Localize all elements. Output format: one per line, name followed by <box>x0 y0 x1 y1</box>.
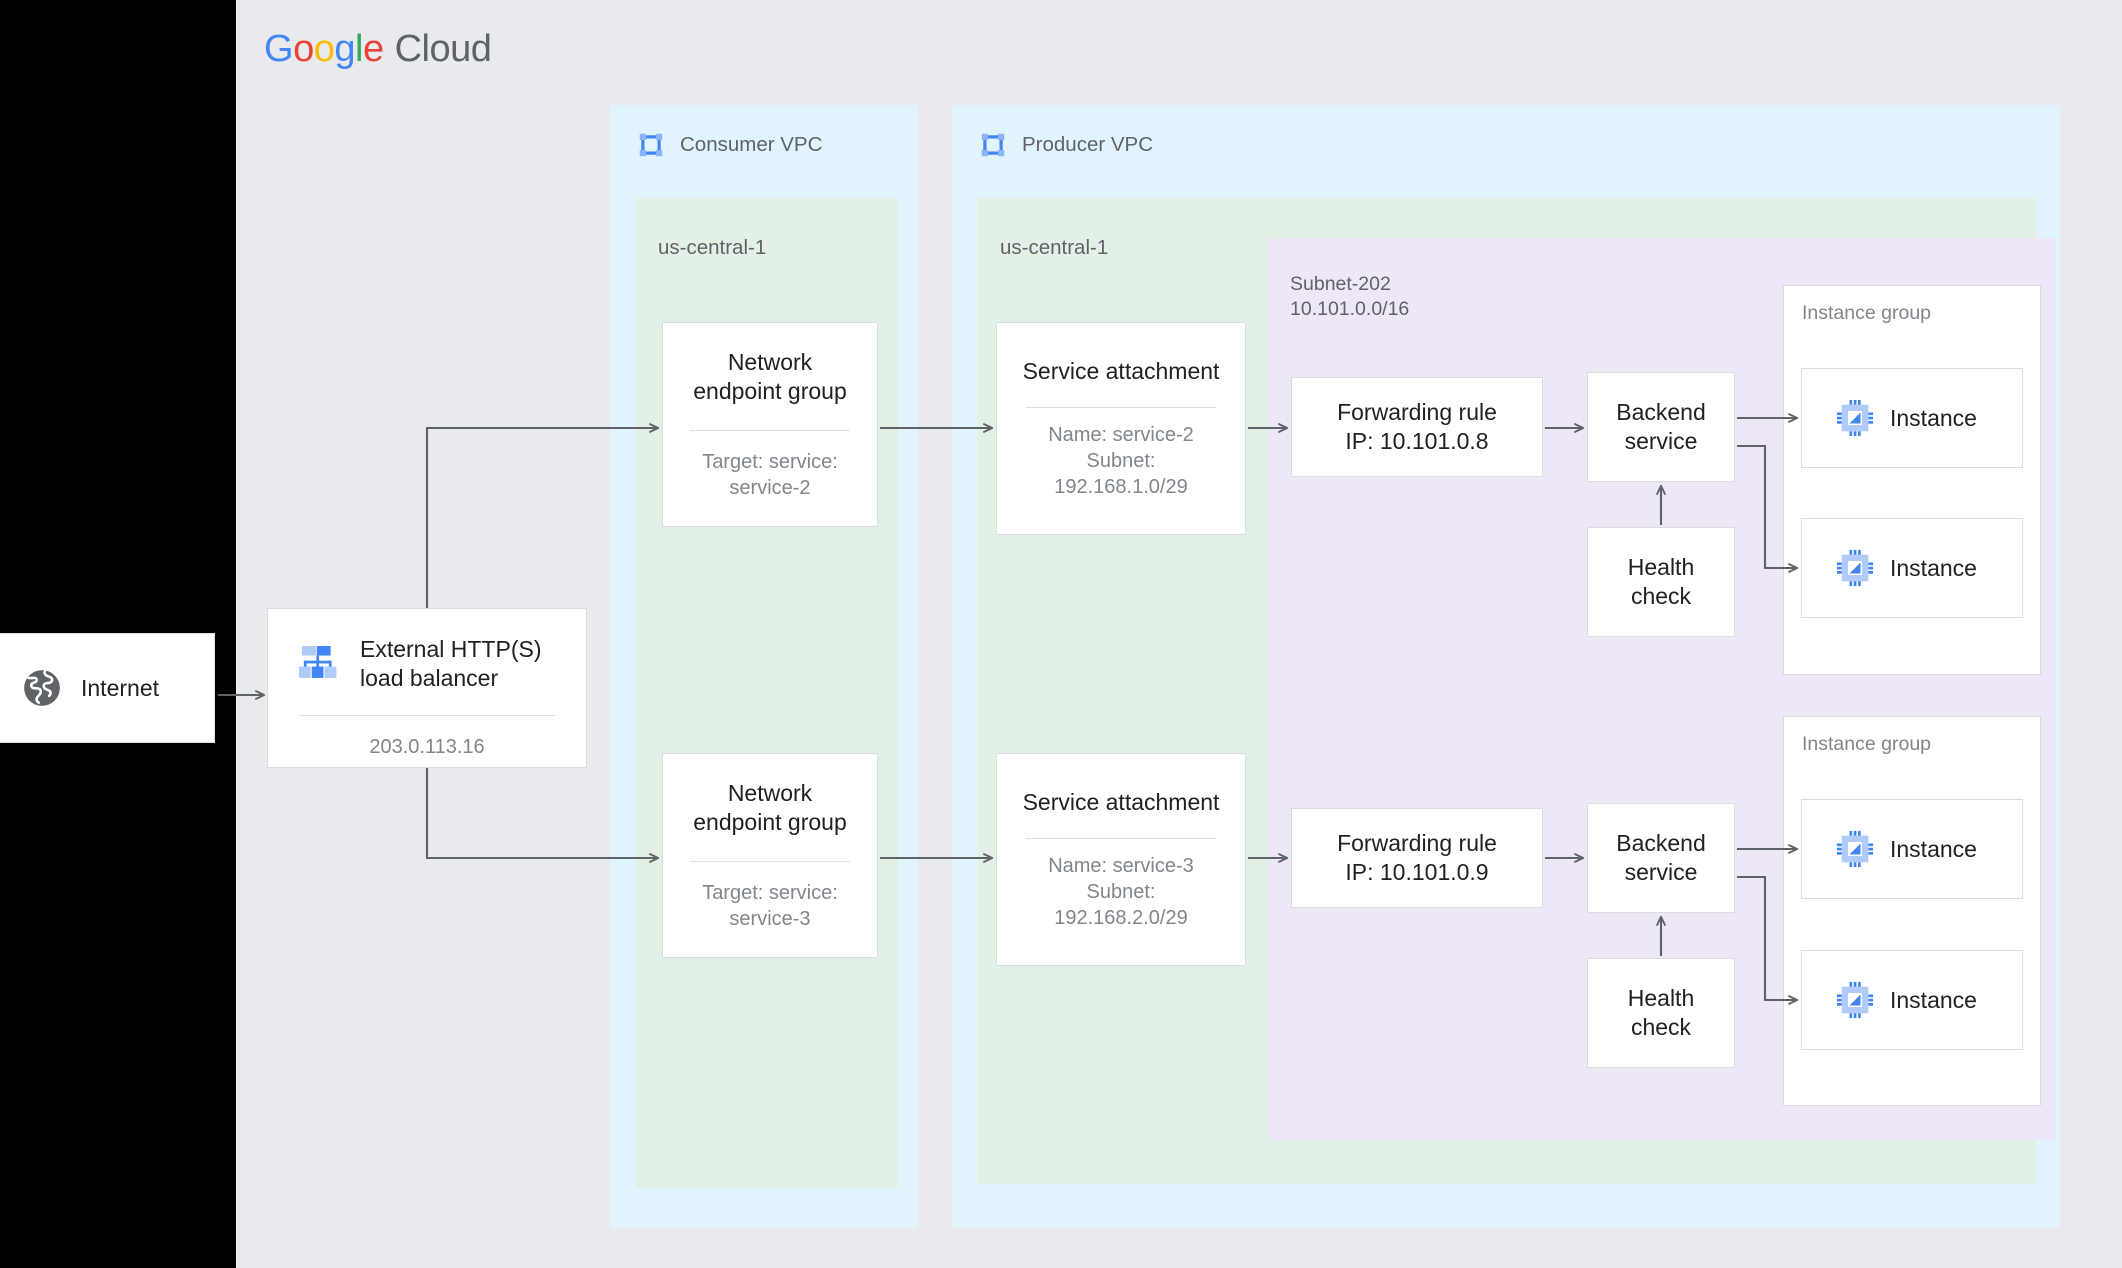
health-check-1[interactable]: Health check <box>1587 527 1735 637</box>
neg-2-title: Network endpoint group <box>693 780 847 835</box>
sa-2-subtitle: Name: service-3 Subnet: 192.168.2.0/29 <box>1048 855 1194 930</box>
producer-region-label: us-central-1 <box>1000 236 1109 259</box>
instance-1-1[interactable]: Instance <box>1801 368 2023 468</box>
instance-2-1-label: Instance <box>1890 835 1977 862</box>
network-endpoint-group-2[interactable]: Network endpoint group Target: service: … <box>662 753 878 958</box>
subnet-name: Subnet-202 <box>1290 273 1391 295</box>
health-check-2[interactable]: Health check <box>1587 958 1735 1068</box>
sa-1-subtitle: Name: service-2 Subnet: 192.168.1.0/29 <box>1048 424 1194 499</box>
forwarding-rule-2[interactable]: Forwarding rule IP: 10.101.0.9 <box>1291 808 1543 908</box>
consumer-region-label: us-central-1 <box>658 236 767 259</box>
sa-2-title: Service attachment <box>1022 788 1220 815</box>
consumer-vpc-label: Consumer VPC <box>680 133 823 156</box>
backend-service-2[interactable]: Backend service <box>1587 803 1735 913</box>
neg-1-subtitle: Target: service: service-2 <box>702 450 838 499</box>
instance-icon <box>1836 549 1874 587</box>
instance-icon <box>1836 399 1874 437</box>
producer-vpc-label: Producer VPC <box>1022 133 1154 156</box>
producer-vpc-header: Producer VPC <box>978 130 1153 160</box>
globe-icon <box>24 670 60 706</box>
neg-1-title: Network endpoint group <box>693 349 847 404</box>
logo-cloud-word: Cloud <box>394 28 492 70</box>
instance-2-2[interactable]: Instance <box>1801 950 2023 1050</box>
instance-icon <box>1836 981 1874 1019</box>
sa-1-title: Service attachment <box>1022 357 1220 384</box>
external-http-load-balancer[interactable]: External HTTP(S) load balancer 203.0.113… <box>267 608 587 768</box>
logo-letter-o1: o <box>293 28 314 70</box>
service-attachment-1[interactable]: Service attachment Name: service-2 Subne… <box>996 322 1246 535</box>
service-attachment-2[interactable]: Service attachment Name: service-3 Subne… <box>996 753 1246 966</box>
logo-letter-l: l <box>354 28 363 70</box>
vpc-icon <box>981 133 1005 157</box>
subnet-cidr: 10.101.0.0/16 <box>1290 297 1410 320</box>
backend-service-1[interactable]: Backend service <box>1587 372 1735 482</box>
instance-1-2[interactable]: Instance <box>1801 518 2023 618</box>
instance-group-1-label: Instance group <box>1802 302 1932 324</box>
network-endpoint-group-1[interactable]: Network endpoint group Target: service: … <box>662 322 878 527</box>
instance-2-1[interactable]: Instance <box>1801 799 2023 899</box>
logo-letter-e: e <box>362 28 384 70</box>
logo-letter-o2: o <box>313 28 335 70</box>
neg-2-subtitle: Target: service: service-3 <box>702 881 838 930</box>
load-balancer-ip: 203.0.113.16 <box>369 735 485 758</box>
load-balancer-title: External HTTP(S) load balancer <box>360 636 542 691</box>
instance-icon <box>1836 830 1874 868</box>
vpc-icon <box>639 133 663 157</box>
instance-1-1-label: Instance <box>1890 404 1977 431</box>
instance-2-2-label: Instance <box>1890 986 1977 1013</box>
logo-letter-g2: g <box>334 28 355 70</box>
subnet-202-label: Subnet-202 10.101.0.0/16 <box>1290 272 1409 322</box>
instance-1-2-label: Instance <box>1890 554 1977 581</box>
instance-group-2-label: Instance group <box>1802 733 1932 755</box>
internet-label: Internet <box>81 674 159 701</box>
consumer-vpc-header: Consumer VPC <box>636 130 822 160</box>
forwarding-rule-1[interactable]: Forwarding rule IP: 10.101.0.8 <box>1291 377 1543 477</box>
load-balancer-icon <box>298 646 337 678</box>
logo-letter-g: G <box>264 28 294 70</box>
internet-box[interactable]: Internet <box>0 633 215 743</box>
